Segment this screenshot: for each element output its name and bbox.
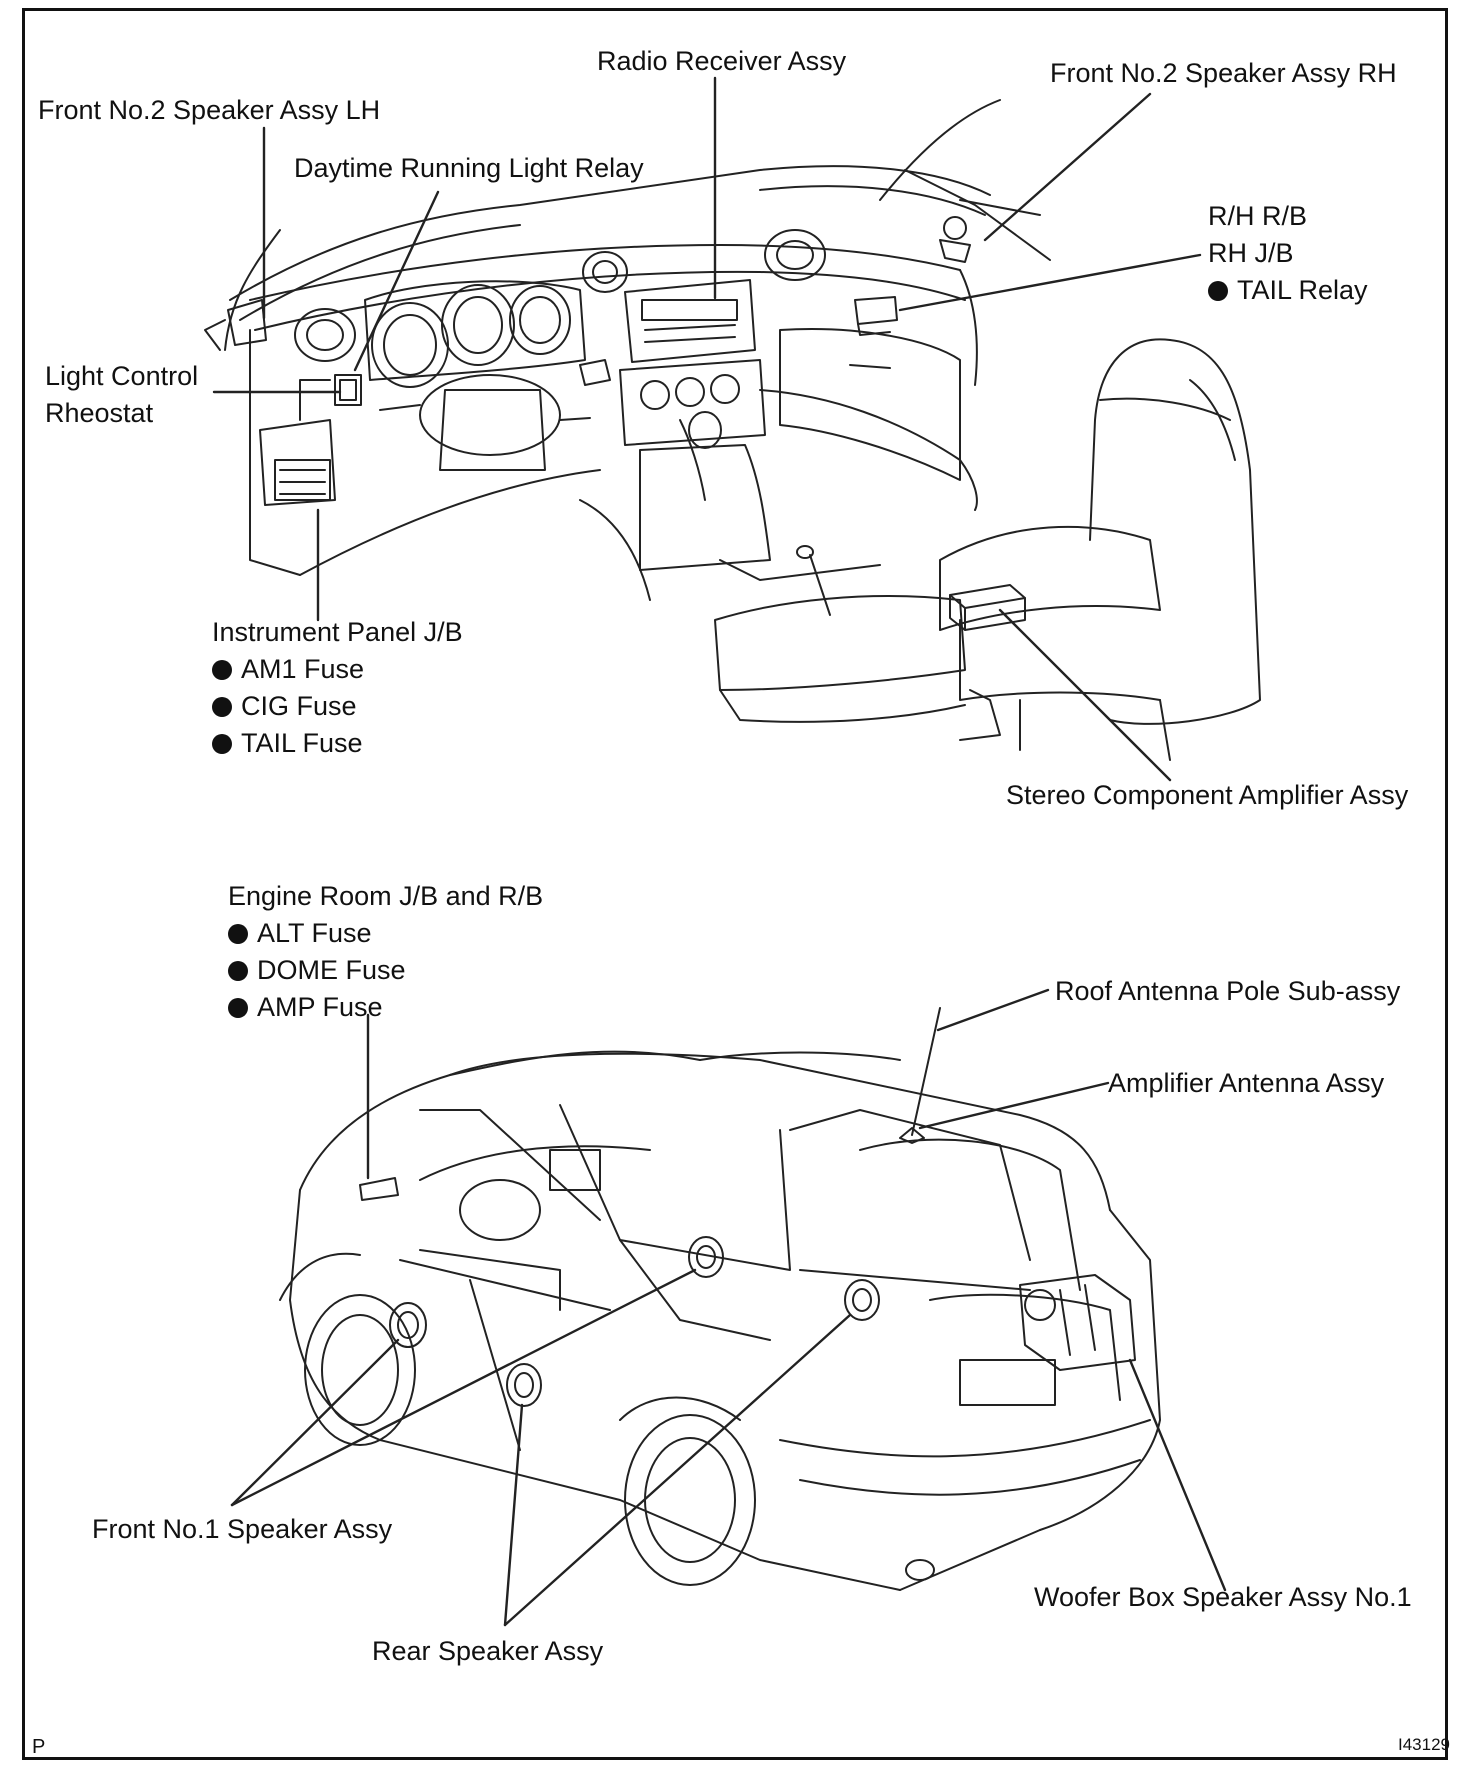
label-tail-relay: TAIL Relay [1208, 272, 1368, 309]
label-roof-antenna: Roof Antenna Pole Sub-assy [1055, 976, 1401, 1006]
label-am1-fuse: AM1 Fuse [212, 651, 463, 688]
label-front2-speaker-rh: Front No.2 Speaker Assy RH [1050, 58, 1397, 88]
leader-lines-bottom [230, 988, 1227, 1627]
label-rh-rb-group: R/H R/B RH J/B TAIL Relay [1208, 198, 1368, 309]
label-amp-fuse: AMP Fuse [228, 989, 543, 1026]
label-tail-fuse: TAIL Fuse [212, 725, 463, 762]
label-cig-fuse: CIG Fuse [212, 688, 463, 725]
label-stereo-amp: Stereo Component Amplifier Assy [1006, 780, 1409, 810]
label-engine-room-jb: Engine Room J/B and R/B [228, 881, 544, 911]
figure-frame [22, 8, 1448, 1760]
speaker-rear-left [506, 1363, 542, 1407]
label-rh-rb: R/H R/B [1208, 201, 1308, 231]
label-alt-fuse: ALT Fuse [228, 915, 543, 952]
label-light-control-group: Light Control Rheostat [45, 358, 198, 432]
label-amp-antenna: Amplifier Antenna Assy [1108, 1068, 1385, 1098]
label-drl-relay: Daytime Running Light Relay [294, 153, 644, 183]
label-rh-jb: RH J/B [1208, 238, 1294, 268]
speaker-front-no1-right [688, 1236, 724, 1278]
footer-left-mark: P [32, 1736, 46, 1758]
label-engine-room-group: Engine Room J/B and R/B ALT Fuse DOME Fu… [228, 878, 543, 1026]
label-front2-speaker-lh: Front No.2 Speaker Assy LH [38, 95, 381, 125]
label-radio-receiver: Radio Receiver Assy [597, 46, 847, 76]
label-ip-jb: Instrument Panel J/B [212, 617, 463, 647]
dashboard-illustration [204, 99, 1261, 761]
label-rheostat: Rheostat [45, 398, 154, 428]
figure-id: I43129 [1398, 1735, 1450, 1754]
label-light-control: Light Control [45, 361, 199, 391]
label-woofer: Woofer Box Speaker Assy No.1 [1034, 1582, 1412, 1612]
label-front1-speaker: Front No.1 Speaker Assy [92, 1514, 393, 1544]
speaker-rear-right [844, 1279, 880, 1321]
label-dome-fuse: DOME Fuse [228, 952, 543, 989]
leader-lines-top [212, 76, 1202, 782]
speaker-front-no1-left [389, 1302, 427, 1348]
label-ip-jb-group: Instrument Panel J/B AM1 Fuse CIG Fuse T… [212, 614, 463, 762]
label-rear-speaker: Rear Speaker Assy [372, 1636, 604, 1666]
vehicle-illustration [279, 1007, 1161, 1591]
